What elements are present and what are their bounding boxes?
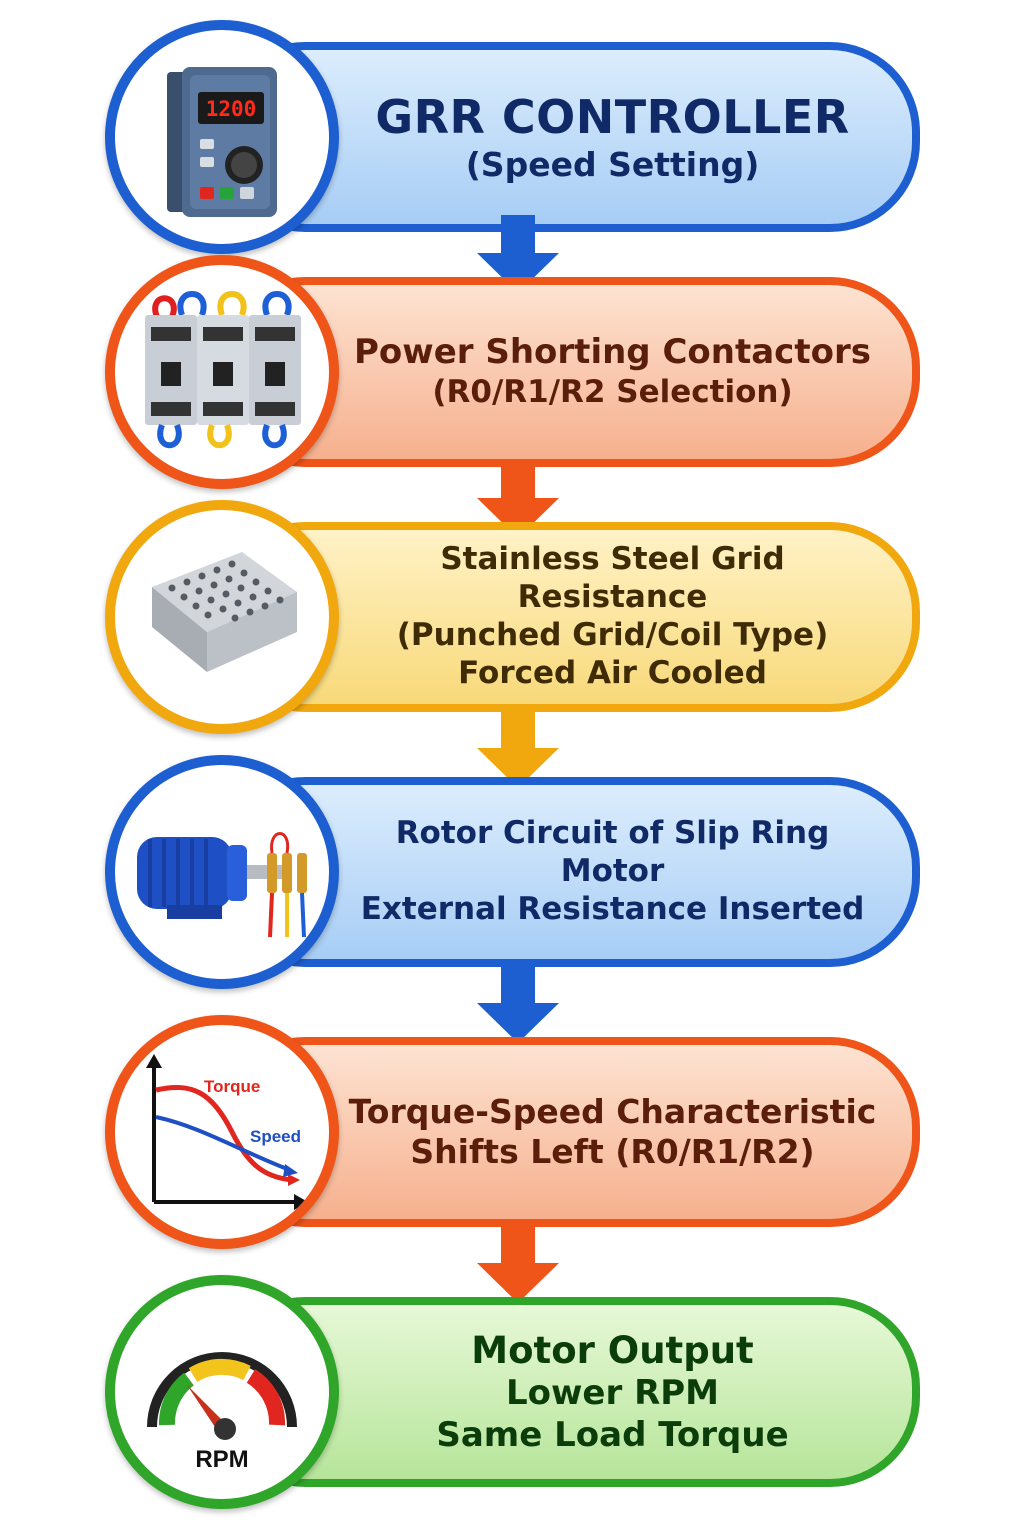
step-subtitle: (Punched Grid/Coil Type) bbox=[396, 617, 829, 653]
torque-speed-graph-icon: Torque Speed bbox=[146, 1054, 308, 1210]
step-icon-circle bbox=[105, 500, 339, 734]
step-title: GRR CONTROLLER bbox=[375, 89, 850, 144]
contactors-icon bbox=[145, 291, 301, 449]
step-box: Torque-Speed Characteristic Shifts Left … bbox=[215, 1037, 920, 1227]
rpm-gauge-icon: RPM bbox=[147, 1352, 297, 1473]
step-title: Power Shorting Contactors bbox=[354, 332, 871, 373]
step-rotor-circuit: Rotor Circuit of Slip Ring Motor Externa… bbox=[105, 755, 920, 989]
step-title: Rotor Circuit of Slip Ring Motor bbox=[395, 815, 830, 890]
display-readout: 1200 bbox=[206, 97, 257, 121]
speed-label: Speed bbox=[250, 1127, 301, 1146]
step-icon-circle bbox=[105, 755, 339, 989]
step-icon-circle: 1200 bbox=[105, 20, 339, 254]
torque-label: Torque bbox=[204, 1077, 260, 1096]
step-icon-circle: Torque Speed bbox=[105, 1015, 339, 1249]
grid-resistor-icon bbox=[152, 552, 297, 672]
step-subtitle: (R0/R1/R2 Selection) bbox=[432, 373, 793, 410]
step-grid-resistance: Stainless Steel Grid Resistance (Punched… bbox=[105, 500, 920, 734]
step-title: Torque-Speed Characteristic bbox=[348, 1091, 877, 1131]
flow-arrow-down-icon bbox=[477, 460, 559, 538]
flow-arrow-down-icon bbox=[477, 710, 559, 788]
slip-ring-motor-icon bbox=[137, 832, 307, 938]
step-subtitle: Lower RPM bbox=[505, 1373, 720, 1414]
step-subtitle: (Speed Setting) bbox=[465, 144, 760, 184]
step-contactors: Power Shorting Contactors (R0/R1/R2 Sele… bbox=[105, 255, 920, 489]
flow-arrow-down-icon bbox=[477, 1225, 559, 1303]
flow-arrow-down-icon bbox=[477, 215, 559, 293]
step-subtitle: Forced Air Cooled bbox=[458, 654, 767, 691]
step-subtitle: External Resistance Inserted bbox=[360, 890, 865, 927]
controller-icon: 1200 bbox=[167, 67, 277, 217]
step-icon-circle: RPM bbox=[105, 1275, 339, 1509]
step-title: Motor Output bbox=[471, 1328, 754, 1372]
step-subtitle: Shifts Left (R0/R1/R2) bbox=[410, 1132, 815, 1171]
step-motor-output: Motor Output Lower RPM Same Load Torque … bbox=[105, 1275, 920, 1509]
step-torque-speed: Torque-Speed Characteristic Shifts Left … bbox=[105, 1015, 920, 1249]
step-icon-circle bbox=[105, 255, 339, 489]
gauge-label: RPM bbox=[195, 1446, 248, 1473]
step-box: GRR CONTROLLER (Speed Setting) bbox=[215, 42, 920, 232]
flow-arrow-down-icon bbox=[477, 965, 559, 1043]
step-title: Stainless Steel Grid Resistance bbox=[440, 541, 785, 616]
step-box: Motor Output Lower RPM Same Load Torque bbox=[215, 1297, 920, 1487]
step-controller: GRR CONTROLLER (Speed Setting) 1200 bbox=[105, 20, 920, 254]
step-subtitle: Same Load Torque bbox=[436, 1414, 789, 1455]
